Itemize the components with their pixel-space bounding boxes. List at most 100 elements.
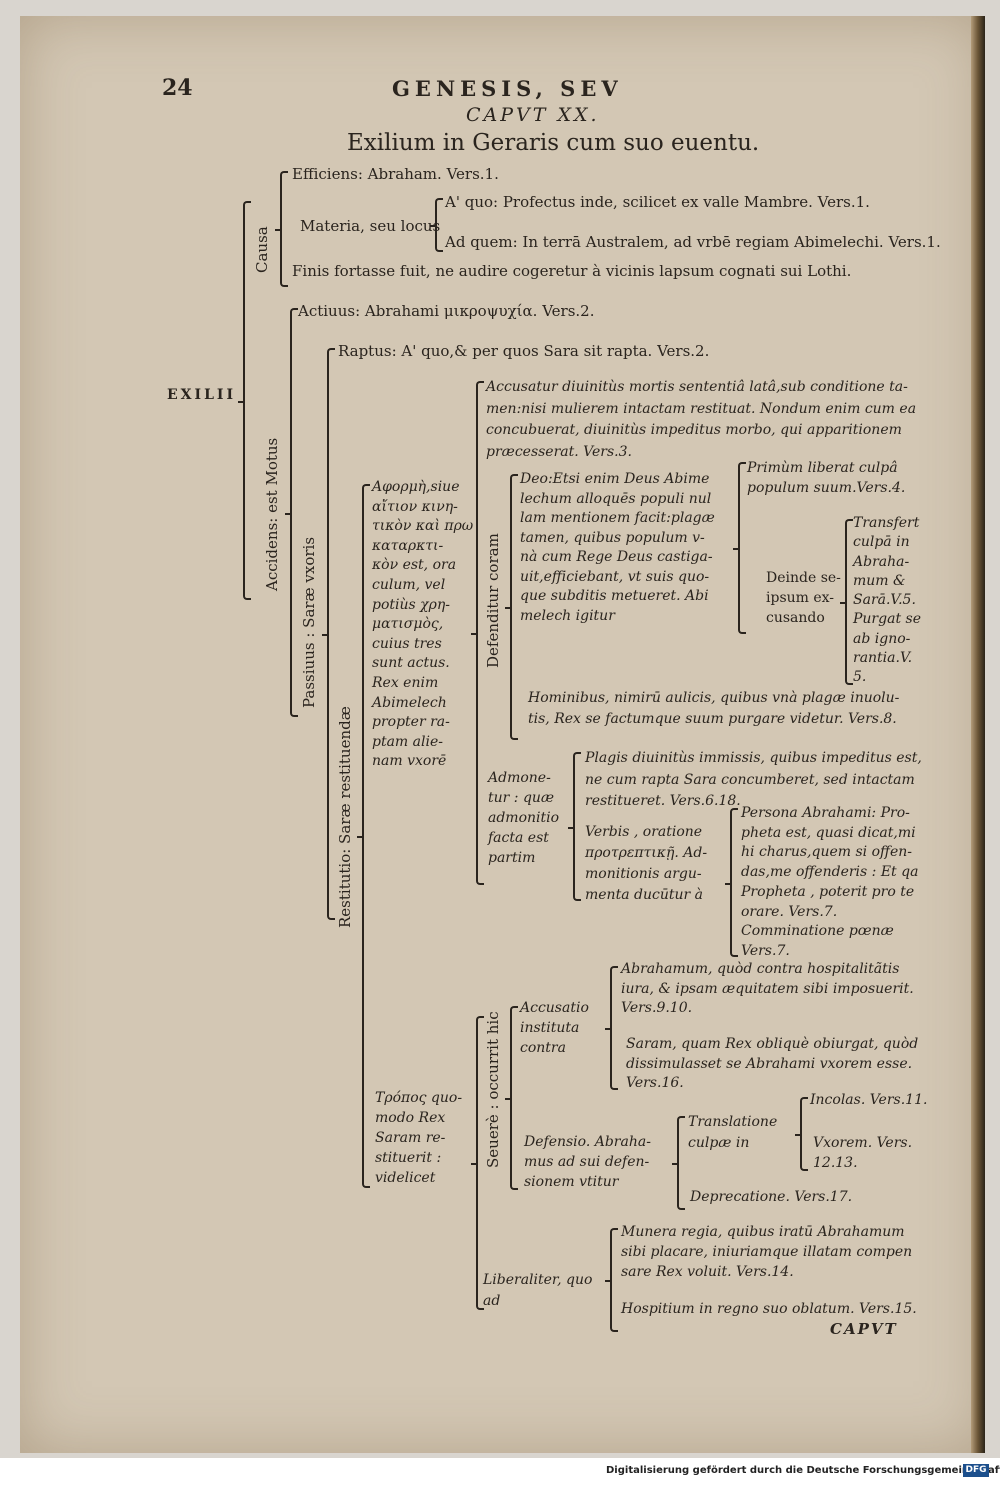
- aphorme-line: ματισμὸς,: [372, 616, 444, 633]
- hominibus-line: Hominibus, nimirū aulicis, quibus vnà pl…: [528, 690, 900, 706]
- transfert-line: culpā in: [853, 534, 910, 551]
- admonetur-line: Admone-: [488, 770, 551, 786]
- catchword: CAPVT: [830, 1320, 898, 1338]
- incolas-text: Incolas. Vers.11.: [810, 1092, 928, 1108]
- liberaliter-line: ad: [483, 1293, 501, 1309]
- aphorme-line: culum, vel: [372, 576, 446, 593]
- tropos-line: Saram re-: [375, 1130, 446, 1146]
- transfert-line: Transfert: [853, 515, 920, 531]
- aphorme-line: potiùs χρη-: [372, 596, 450, 613]
- aphorme-block: Aφορμὴ,siue αἴτιον κινη- τικὸν καὶ πρω κ…: [372, 478, 473, 772]
- accusatur-line: præcesserat. Vers.3.: [486, 443, 632, 460]
- page-number: 24: [162, 75, 193, 101]
- causa-brace: [275, 171, 288, 287]
- accusatur-line: Accusatur diuinitùs mortis sententiâ lat…: [486, 379, 908, 395]
- efficiens-text: Efficiens: Abraham. Vers.1.: [292, 165, 499, 183]
- passiuus-brace: [322, 348, 335, 920]
- defensio-block: Defensio. Abraha- mus ad sui defen- sion…: [524, 1132, 651, 1192]
- deinde-block: Deinde se- ipsum ex- cusando: [766, 568, 841, 628]
- defensio-line: Defensio. Abraha-: [524, 1134, 651, 1150]
- primum-line: populum suum.Vers.4.: [747, 480, 906, 496]
- munera-line: Munera regia, quibus iratū Abrahamum: [621, 1224, 905, 1240]
- munera-line: sare Rex voluit. Vers.14.: [621, 1264, 794, 1280]
- deinde-line: cusando: [766, 610, 825, 626]
- translatione-line: culpæ in: [688, 1135, 750, 1151]
- comminatione-line: Comminatione pœnæ: [741, 923, 894, 940]
- translatione-block: Translatione culpæ in: [688, 1112, 777, 1154]
- aphorme-line: αἴτιον κινη-: [372, 498, 458, 515]
- transfert-line: mum &: [853, 572, 906, 589]
- accidens-brace: [285, 308, 298, 717]
- aphorme-line: cuius tres: [372, 635, 442, 652]
- aphorme-line: propter ra-: [372, 714, 450, 731]
- footer-strip: [0, 1458, 1000, 1485]
- defenditur-brace: [505, 474, 518, 740]
- aphorme-line: Abimelech: [372, 694, 447, 711]
- purgat-line: 5.: [853, 669, 867, 686]
- admonetur-line: facta est: [488, 830, 549, 846]
- persona-line: pheta est, quasi dicat,mi: [741, 824, 916, 841]
- plagis-block: Plagis diuinitùs immissis, quibus impedi…: [585, 748, 922, 813]
- persona-line: orare. Vers.7.: [741, 903, 838, 920]
- transfert-line: Sarā.V.5.: [853, 592, 916, 609]
- translatione-line: Translatione: [688, 1114, 778, 1130]
- defensio-line: sionem vtitur: [524, 1174, 619, 1190]
- accusatio-block: Accusatio instituta contra: [520, 998, 589, 1058]
- restitutio-brace: [357, 484, 370, 1188]
- book-title: GENESIS, SEV: [392, 76, 623, 101]
- tropos-line: Τρόπος quo-: [375, 1090, 463, 1106]
- deo-line: lechum alloquēs populi nul: [520, 490, 712, 507]
- a-quo-text: A' quo: Profectus inde, scilicet ex vall…: [445, 193, 870, 211]
- passiuus-label: Passiuus : Saræ vxoris: [300, 536, 318, 708]
- deinde-line: ipsum ex-: [766, 590, 835, 606]
- persona-line: das,me offenderis : Et qa: [741, 864, 919, 881]
- hospitium-text: Hospitium in regno suo oblatum. Vers.15.: [621, 1301, 917, 1317]
- abrahamum-line: Abrahamum, quòd contra hospitalitãtis: [621, 961, 900, 977]
- primum-block: Primùm liberat culpâ populum suum.Vers.4…: [747, 458, 905, 498]
- accidens-label: Accidens: est Motus: [263, 437, 281, 591]
- abrahamum-block: Abrahamum, quòd contra hospitalitãtis iu…: [621, 960, 914, 1019]
- tropos-block: Τρόπος quo- modo Rex Saram re- stituerit…: [375, 1088, 462, 1188]
- aphorme-brace: [471, 381, 484, 885]
- aphorme-line: καταρκτι-: [372, 537, 444, 554]
- saram-line: dissimulasset se Abrahami vxorem esse.: [626, 1055, 913, 1072]
- purgat-line: rantia.V.: [853, 650, 913, 667]
- aphorme-line: Rex enim: [372, 674, 439, 691]
- book-page: 24 GENESIS, SEV CAPVT XX. Exilium in Ger…: [20, 16, 985, 1453]
- deinde-brace: [840, 519, 853, 685]
- aphorme-line: nam vxorē: [372, 753, 447, 770]
- primum-line: Primùm liberat culpâ: [747, 460, 898, 476]
- liberaliter-line: Liberaliter, quo: [483, 1272, 593, 1288]
- verbis-line: Verbis , oratione: [585, 824, 703, 840]
- verbis-line: monitionis argu-: [585, 866, 702, 882]
- hominibus-block: Hominibus, nimirū aulicis, quibus vnà pl…: [528, 688, 899, 730]
- aphorme-line: ptam alie-: [372, 733, 443, 750]
- ad-quem-text: Ad quem: In terrā Australem, ad vrbē reg…: [445, 233, 941, 251]
- defenditur-label: Defenditur coram: [484, 533, 502, 668]
- deo-line: uit,efficiebant, vt suis quo-: [520, 568, 710, 585]
- root-brace: [238, 201, 251, 600]
- chapter-label: CAPVT XX.: [466, 104, 600, 126]
- aphorme-line: τικὸν καὶ πρω: [372, 518, 474, 535]
- footer-credit: Digitalisierung gefördert durch die Deut…: [606, 1465, 1000, 1476]
- tropos-line: stituerit :: [375, 1150, 442, 1166]
- accusatio-line: instituta: [520, 1020, 580, 1036]
- plagis-line: Plagis diuinitùs immissis, quibus impedi…: [585, 750, 922, 766]
- deo-block: Deo:Etsi enim Deus Abime lechum alloquēs…: [520, 470, 715, 626]
- verbis-line: προτρεπτικῇ. Ad-: [585, 845, 708, 861]
- seuere-label: Seuerè : occurrit hic: [484, 1011, 502, 1168]
- accusatur-line: concubuerat, diuinitùs impeditus morbo, …: [486, 422, 902, 438]
- abrahamum-line: iura, & ipsam æquitatem sibi imposuerit.: [621, 980, 914, 997]
- comminatione-line: Vers.7.: [741, 942, 790, 959]
- accusatur-block: Accusatur diuinitùs mortis sententiâ lat…: [486, 377, 916, 463]
- tropos-brace: [471, 1016, 484, 1310]
- admonetur-brace: [568, 752, 581, 901]
- materia-brace: [430, 198, 443, 252]
- persona-line: Propheta , poterit pro te: [741, 883, 915, 900]
- root-label: EXILII: [167, 387, 237, 403]
- transfert-line: Abraha-: [853, 553, 910, 570]
- restitutio-label: Restitutio: Saræ restituendæ: [336, 706, 354, 928]
- munera-line: sibi placare, iniuriamque illatam compen: [621, 1244, 913, 1260]
- deo-line: lam mentionem facit:plagæ: [520, 510, 715, 526]
- aphorme-line: Aφορμὴ,siue: [372, 479, 460, 495]
